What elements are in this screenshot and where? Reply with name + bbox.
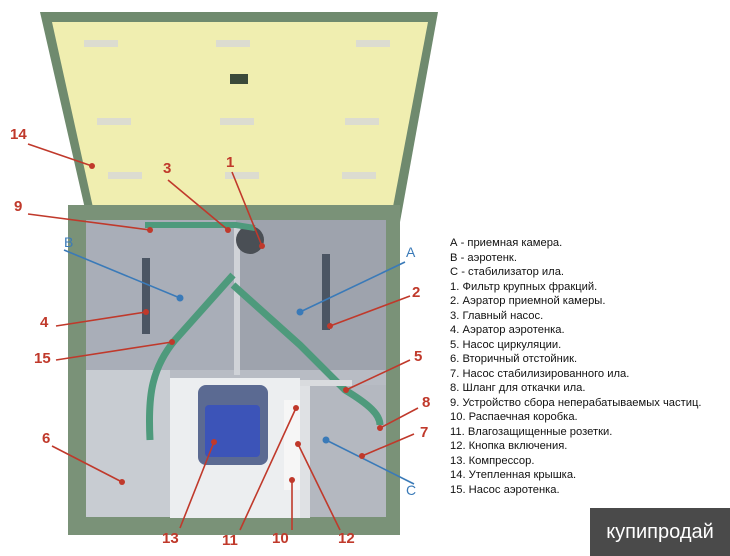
legend-item: 8. Шланг для откачки ила. xyxy=(450,382,586,394)
callout-dots xyxy=(89,163,383,485)
callout-c: C xyxy=(406,482,417,498)
callout-3: 3 xyxy=(163,160,172,177)
callout-1: 1 xyxy=(226,154,235,171)
legend-item: 3. Главный насос. xyxy=(450,309,544,322)
legend-item: 6. Вторичный отстойник. xyxy=(450,353,578,365)
legend-item: А - приемная камера. xyxy=(450,237,563,249)
legend-item: 11. Влагозащищенные розетки. xyxy=(450,425,613,438)
callout-b: B xyxy=(64,234,74,250)
legend-item: 7. Насос стабилизированного ила. xyxy=(450,367,630,380)
legend-item: В - аэротенк. xyxy=(450,251,517,264)
legend-item: 2. Аэратор приемной камеры. xyxy=(450,295,606,307)
legend-item: 15. Насос аэротенка. xyxy=(450,483,560,496)
callout-11: 11 xyxy=(222,532,238,549)
legend-item: 13. Компрессор. xyxy=(450,454,535,467)
callout-13: 13 xyxy=(162,530,179,547)
legend-item: 4. Аэратор аэротенка. xyxy=(450,324,565,336)
callout-8: 8 xyxy=(422,394,431,411)
callout-a: A xyxy=(406,244,416,260)
callout-4: 4 xyxy=(40,314,49,331)
leader-lines xyxy=(27,143,419,531)
callout-15: 15 xyxy=(34,350,51,367)
callout-14: 14 xyxy=(10,126,27,143)
station-body xyxy=(68,205,400,535)
callout-5: 5 xyxy=(414,348,423,365)
insulated-lid xyxy=(40,12,438,222)
watermark: купипродай xyxy=(590,508,730,556)
legend: А - приемная камера. В - аэротенк. С - с… xyxy=(450,236,728,497)
legend-item: 12. Кнопка включения. xyxy=(450,440,568,452)
legend-item: 5. Насос циркуляции. xyxy=(450,338,562,351)
callout-9: 9 xyxy=(14,198,23,215)
callout-2: 2 xyxy=(412,284,421,301)
callout-10: 10 xyxy=(272,530,289,547)
legend-item: 14. Утепленная крышка. xyxy=(450,469,577,481)
callout-7: 7 xyxy=(420,424,429,441)
callout-6: 6 xyxy=(42,430,51,447)
callout-12: 12 xyxy=(338,530,355,547)
legend-item: 10. Распаечная коробка. xyxy=(450,411,578,423)
legend-item: 1. Фильтр крупных фракций. xyxy=(450,280,598,293)
legend-item: 9. Устройство сбора неперабатываемых час… xyxy=(450,396,702,409)
legend-item: С - стабилизатор ила. xyxy=(450,266,565,278)
